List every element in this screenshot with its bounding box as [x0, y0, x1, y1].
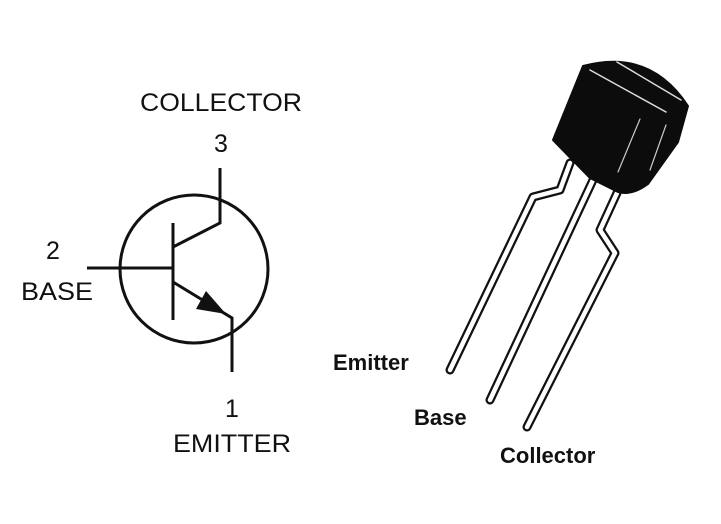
body-highlight — [616, 61, 682, 101]
npn-symbol — [87, 168, 270, 372]
emitter-pin-number: 1 — [225, 395, 239, 423]
emitter-label: EMITTER — [173, 430, 291, 458]
body-highlight — [589, 69, 667, 113]
collector-leg — [522, 188, 622, 432]
collector-label: COLLECTOR — [140, 89, 302, 117]
emitter-leg — [445, 158, 575, 375]
collector-pin-number: 3 — [214, 130, 228, 158]
emitter-lead-label: Emitter — [333, 350, 409, 375]
base-pin-number: 2 — [46, 237, 60, 265]
body-edge — [617, 118, 641, 173]
base-lead-label: Base — [414, 405, 467, 430]
collector-lead — [172, 168, 222, 249]
emitter-arrow-icon — [196, 291, 226, 314]
collector-lead-label: Collector — [500, 443, 596, 468]
to92-package — [445, 60, 689, 432]
base-leg — [485, 175, 598, 405]
emitter-lead — [172, 280, 234, 372]
base-label: BASE — [21, 278, 93, 306]
body-edge — [649, 124, 667, 171]
package-body — [552, 60, 689, 194]
